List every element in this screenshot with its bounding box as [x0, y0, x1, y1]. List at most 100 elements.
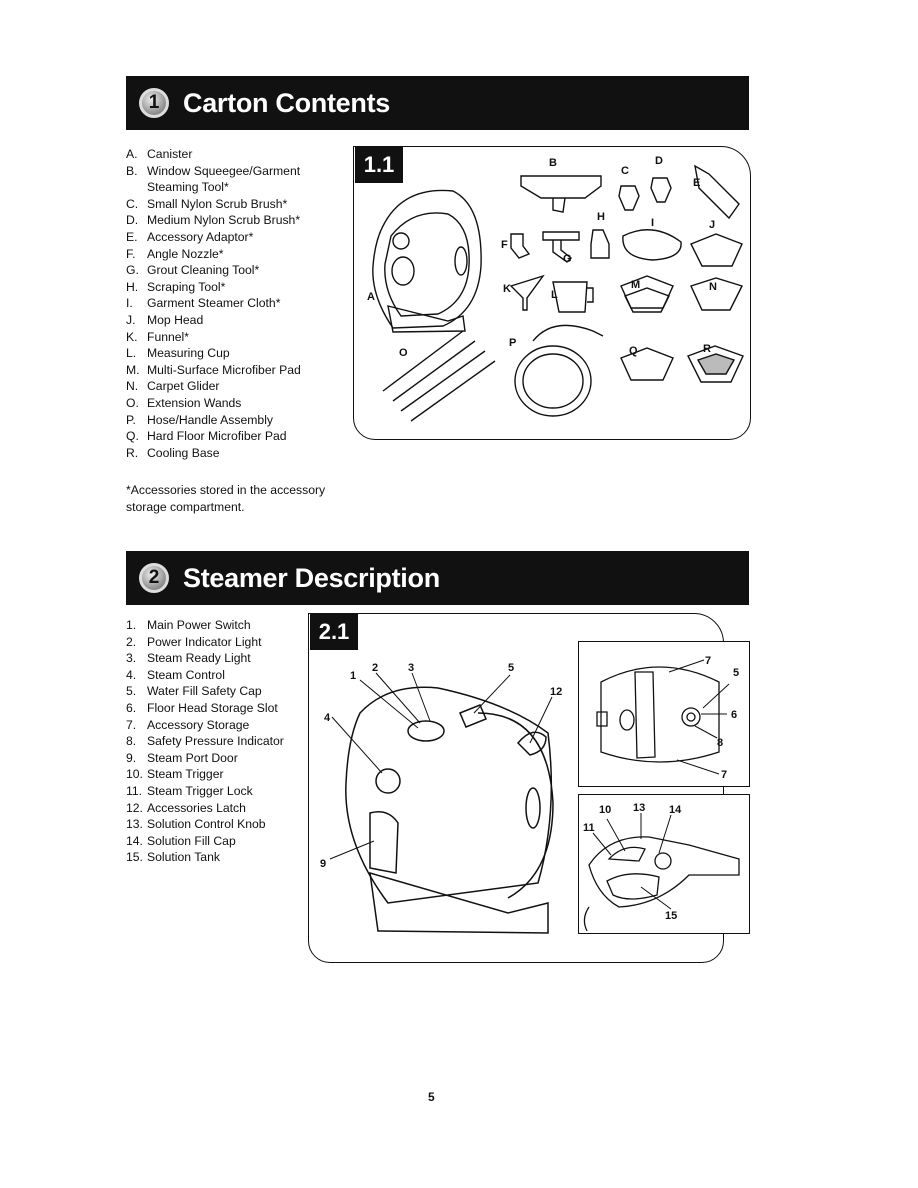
section-1-number-badge: 1	[139, 88, 169, 118]
list-item-key: P.	[126, 412, 136, 427]
list-item-key: O.	[126, 395, 139, 410]
list-item-key: I.	[126, 296, 133, 311]
callout-label: F	[501, 239, 508, 251]
list-item-text: Steam Trigger Lock	[147, 783, 253, 798]
list-item: 4.Steam Control	[126, 667, 306, 684]
list-item-key: 8.	[126, 734, 137, 749]
list-item-key: M.	[126, 362, 140, 377]
callout-label: 12	[550, 686, 562, 698]
figure-1-1-frame	[353, 146, 751, 440]
list-item-key: L.	[126, 346, 137, 361]
list-item-text: Solution Tank	[147, 850, 220, 865]
list-item: I.Garment Steamer Cloth*	[126, 295, 351, 312]
list-item: O. Extension Wands	[126, 395, 351, 412]
list-item: Q.Hard Floor Microfiber Pad	[126, 428, 351, 445]
list-item-text: Steam Trigger	[147, 767, 224, 782]
list-item-text: Scraping Tool*	[147, 279, 226, 294]
list-item: F. Angle Nozzle*	[126, 246, 351, 263]
section-2-title: Steamer Description	[183, 562, 440, 593]
list-item: 13. Solution Control Knob	[126, 816, 306, 833]
callout-label: I	[651, 217, 654, 229]
list-item-key: F.	[126, 246, 136, 261]
list-item: 1. Main Power Switch	[126, 617, 306, 634]
section-2-header: 2 Steamer Description	[126, 551, 749, 605]
list-item-key: 13.	[126, 817, 143, 832]
list-item-key: G.	[126, 263, 139, 278]
list-item: E.Accessory Adaptor*	[126, 229, 351, 246]
list-item-text: Carpet Glider	[147, 379, 220, 394]
list-item-key: 10.	[126, 767, 143, 782]
list-item-key: Q.	[126, 429, 139, 444]
list-item-text: Solution Control Knob	[147, 817, 266, 832]
list-item: 15.Solution Tank	[126, 849, 306, 866]
callout-label: 5	[733, 667, 739, 679]
list-item-text: Hose/Handle Assembly	[147, 412, 273, 427]
list-item-text: Power Indicator Light	[147, 634, 262, 649]
callout-label: B	[549, 157, 557, 169]
list-item-text: Funnel*	[147, 329, 190, 344]
callout-label: A	[367, 291, 375, 303]
page-number: 5	[428, 1090, 435, 1104]
list-item-key: J.	[126, 312, 136, 327]
list-item-key: 11.	[126, 783, 143, 798]
list-item-text: Medium Nylon Scrub Brush*	[147, 213, 301, 228]
callout-label: H	[597, 211, 605, 223]
list-item: 12. Accessories Latch	[126, 800, 306, 817]
list-item: J.Mop Head	[126, 312, 351, 329]
callout-label: N	[709, 281, 717, 293]
list-item: 8.Safety Pressure Indicator	[126, 733, 306, 750]
callout-label: 2	[372, 662, 378, 674]
callout-label: M	[631, 279, 640, 291]
list-item-text: Main Power Switch	[147, 618, 251, 632]
section-1-title: Carton Contents	[183, 87, 390, 118]
callout-label: 5	[508, 662, 514, 674]
list-item-key: K.	[126, 329, 138, 344]
list-item-text: Angle Nozzle*	[147, 246, 224, 261]
list-item-text: Solution Fill Cap	[147, 833, 236, 848]
list-item-key: 9.	[126, 750, 137, 765]
callout-label: 11	[583, 822, 595, 834]
list-item-text: Steam Control	[147, 667, 225, 682]
callout-label: K	[503, 283, 511, 295]
callout-label: O	[399, 347, 408, 359]
list-item-text: Accessories Latch	[147, 800, 246, 815]
list-item-key: 1.	[126, 618, 137, 632]
list-item: 3.Steam Ready Light	[126, 650, 306, 667]
list-item: L. Measuring Cup	[126, 345, 351, 362]
list-item-text: Extension Wands	[147, 395, 242, 410]
callout-label: Q	[629, 345, 638, 357]
list-item-key: 3.	[126, 651, 137, 666]
list-item: 11. Steam Trigger Lock	[126, 783, 306, 800]
list-item-text: Cooling Base	[147, 445, 220, 460]
list-item-key: R.	[126, 445, 139, 460]
list-item-text: Window Squeegee/Garment Steaming Tool*	[147, 163, 301, 195]
list-item-key: 14.	[126, 833, 143, 848]
list-item-text: Grout Cleaning Tool*	[147, 263, 260, 278]
list-item: 2.Power Indicator Light	[126, 634, 306, 651]
list-item: P. Hose/Handle Assembly	[126, 412, 351, 429]
list-item-text: Floor Head Storage Slot	[147, 700, 278, 715]
section-2-number-badge: 2	[139, 563, 169, 593]
list-item-key: B.	[126, 163, 138, 178]
list-item: G. Grout Cleaning Tool*	[126, 262, 351, 279]
callout-label: G	[563, 253, 572, 265]
list-item: 7.Accessory Storage	[126, 717, 306, 734]
list-item-text: Measuring Cup	[147, 346, 230, 361]
callout-label: 7	[721, 769, 727, 781]
callout-label: 4	[324, 712, 331, 724]
list-item-text: Canister	[147, 147, 193, 161]
callout-label: J	[709, 219, 715, 231]
callout-label: L	[551, 289, 558, 301]
list-item-key: 12.	[126, 800, 143, 815]
list-item: 9.Steam Port Door	[126, 750, 306, 767]
callout-label: R	[703, 343, 711, 355]
callout-label: P	[509, 337, 516, 349]
list-item-key: N.	[126, 379, 139, 394]
callout-label: 1	[350, 670, 356, 682]
